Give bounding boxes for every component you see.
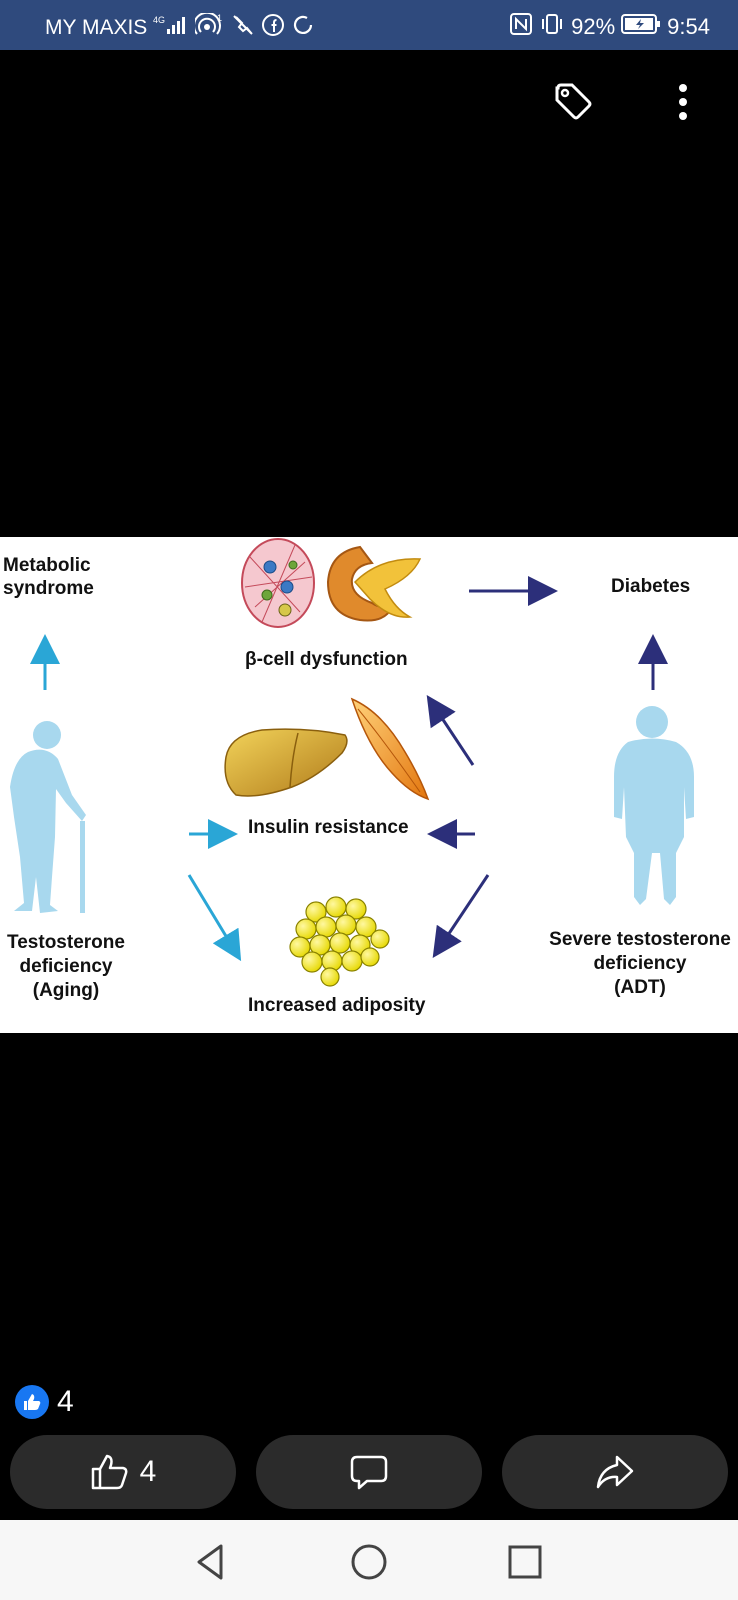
back-triangle-icon bbox=[197, 1544, 223, 1580]
vibrate-icon bbox=[539, 12, 565, 42]
status-bar: MY MAXIS 4G 1 bbox=[0, 0, 738, 50]
pancreas-illustration bbox=[326, 545, 422, 622]
comment-button[interactable] bbox=[256, 1435, 482, 1509]
arrow-aging-to-adiposity bbox=[187, 874, 242, 962]
obese-man-silhouette bbox=[614, 706, 694, 905]
label-insulin: Insulin resistance bbox=[248, 817, 409, 838]
comment-icon bbox=[350, 1455, 388, 1490]
recents-button[interactable] bbox=[503, 1540, 547, 1584]
label-aging-line3: (Aging) bbox=[33, 980, 99, 1001]
reactions-summary[interactable]: 4 bbox=[15, 1385, 74, 1419]
label-diabetes: Diabetes bbox=[611, 576, 690, 597]
elderly-man-silhouette bbox=[10, 721, 86, 913]
home-circle-icon bbox=[351, 1544, 387, 1580]
back-button[interactable] bbox=[189, 1540, 233, 1584]
liver-illustration bbox=[224, 728, 348, 797]
share-button[interactable] bbox=[502, 1435, 728, 1509]
muscle-illustration bbox=[350, 697, 430, 801]
more-options-button[interactable] bbox=[668, 80, 698, 124]
photo[interactable]: Metabolic syndrome β-cell dysfunction Di… bbox=[0, 537, 738, 1033]
system-navigation-bar bbox=[0, 1520, 738, 1600]
thumbs-up-icon bbox=[91, 1454, 128, 1490]
arrow-adt-to-adiposity bbox=[432, 874, 490, 958]
like-count: 4 bbox=[139, 1455, 157, 1488]
diagram: Metabolic syndrome β-cell dysfunction Di… bbox=[3, 538, 731, 1016]
more-options-icon bbox=[679, 84, 687, 120]
label-adt-line3: (ADT) bbox=[614, 977, 666, 998]
signal-icon: 4G bbox=[153, 14, 189, 42]
share-icon bbox=[596, 1455, 634, 1489]
network-type: 4G bbox=[153, 15, 165, 25]
label-metabolic-line1: Metabolic bbox=[3, 555, 91, 576]
label-adt-line1: Severe testosterone bbox=[549, 929, 731, 950]
clock: 9:54 bbox=[667, 14, 710, 39]
label-aging-line1: Testosterone bbox=[7, 932, 125, 953]
tag-photo-button[interactable] bbox=[552, 80, 596, 124]
label-adt-line2: deficiency bbox=[594, 953, 687, 974]
like-button[interactable]: 4 bbox=[10, 1435, 236, 1509]
adipose-illustration bbox=[289, 896, 390, 987]
arrow-insulin-to-beta bbox=[426, 694, 475, 766]
facebook-icon bbox=[261, 13, 285, 43]
svg-text:1: 1 bbox=[217, 13, 222, 23]
battery-percent: 92% bbox=[571, 14, 616, 39]
recents-square-icon bbox=[508, 1545, 542, 1579]
label-beta-cell: β-cell dysfunction bbox=[245, 649, 408, 670]
label-aging-line2: deficiency bbox=[20, 956, 113, 977]
label-metabolic-line2: syndrome bbox=[3, 578, 94, 599]
carrier-name: MY MAXIS bbox=[45, 16, 148, 39]
battery-icon bbox=[621, 13, 661, 41]
islet-illustration bbox=[241, 538, 315, 628]
label-adiposity: Increased adiposity bbox=[248, 995, 426, 1016]
mute-icon bbox=[231, 13, 255, 43]
like-reaction-icon bbox=[15, 1385, 49, 1419]
home-button[interactable] bbox=[347, 1540, 391, 1584]
nfc-icon bbox=[509, 12, 533, 42]
hotspot-icon: 1 bbox=[193, 11, 225, 43]
reaction-count: 4 bbox=[57, 1385, 74, 1418]
tag-icon bbox=[555, 83, 592, 120]
action-bar: 4 bbox=[0, 1435, 738, 1515]
sync-icon bbox=[291, 13, 315, 43]
